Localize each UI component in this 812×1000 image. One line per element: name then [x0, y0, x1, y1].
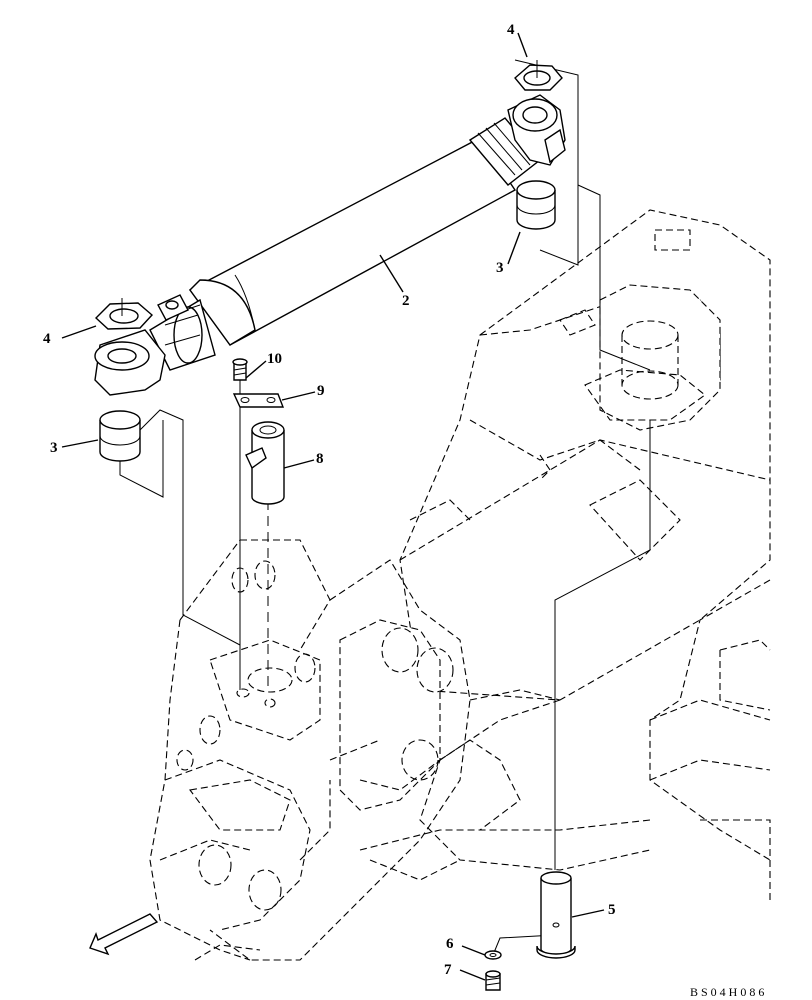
drawing-code: BS04H086 [690, 985, 767, 999]
washer-6 [484, 950, 502, 960]
callout-labels: 2 3 3 4 4 5 6 7 8 9 10 [43, 22, 616, 978]
callout-leaders [61, 32, 605, 981]
callout-8: 8 [316, 451, 324, 467]
callout-3-right: 3 [496, 260, 504, 276]
front-direction-arrow-icon [89, 913, 159, 956]
callout-4-right: 4 [507, 22, 515, 38]
pin-8 [245, 421, 285, 505]
pin-5 [536, 871, 576, 959]
assembly-leader-lines [119, 59, 651, 956]
machine-frame-outline [149, 209, 771, 961]
callout-9: 9 [317, 383, 325, 399]
callout-2: 2 [402, 293, 410, 309]
callout-4-left: 4 [43, 331, 51, 347]
callout-6: 6 [446, 936, 454, 952]
callout-5: 5 [608, 902, 616, 918]
shim-washers [94, 60, 563, 330]
bolt-10 [232, 358, 248, 381]
callout-7: 7 [444, 962, 452, 978]
bushings [99, 180, 556, 462]
callout-3-left: 3 [50, 440, 58, 456]
callout-10: 10 [267, 351, 282, 367]
lock-plate-9 [232, 393, 285, 408]
bolt-7 [485, 970, 501, 991]
hydraulic-cylinder [94, 94, 566, 396]
